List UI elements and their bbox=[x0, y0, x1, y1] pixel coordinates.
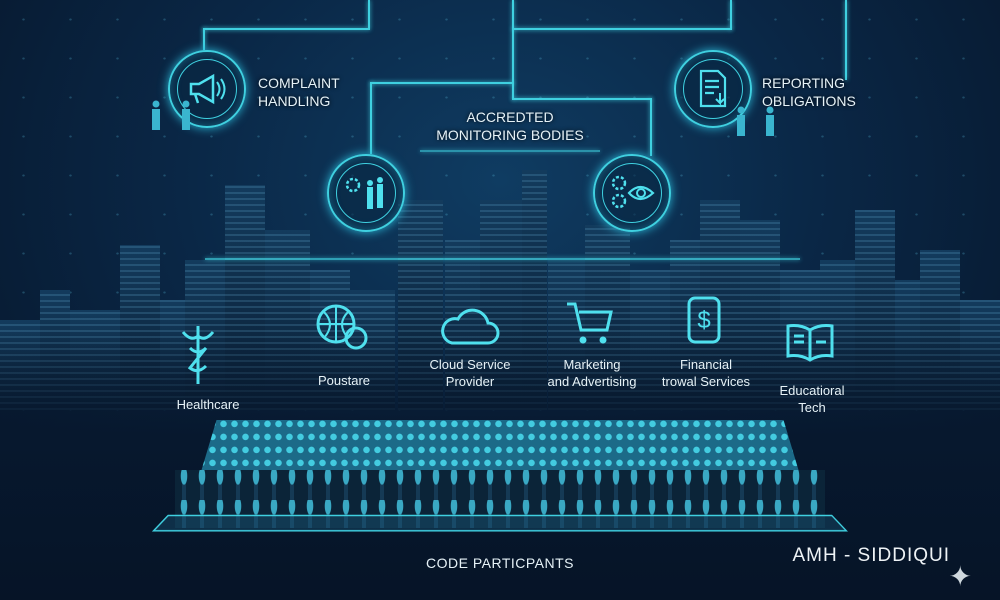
connector-line bbox=[730, 0, 732, 30]
glow-line bbox=[420, 150, 600, 152]
person-icon bbox=[766, 106, 774, 136]
connector-line bbox=[203, 28, 205, 50]
caduceus-icon bbox=[181, 326, 215, 384]
complaint-handling-circle bbox=[168, 50, 246, 128]
cart-icon bbox=[567, 302, 613, 344]
person-icon bbox=[737, 106, 745, 136]
code-participants-label: CODE PARTICPANTS bbox=[425, 555, 575, 571]
category-marketing-advertising: Marketing and Advertising bbox=[547, 357, 637, 389]
monitoring-team-circle bbox=[327, 154, 405, 232]
dollar-icon: $ bbox=[687, 296, 721, 344]
connector-line bbox=[845, 0, 847, 80]
document-download-icon bbox=[699, 69, 727, 108]
connector-line bbox=[512, 98, 652, 100]
category-cloud-service-provider: Cloud Service Provider bbox=[429, 357, 511, 389]
connector-line bbox=[368, 0, 370, 30]
connector-line bbox=[205, 258, 800, 260]
monitoring-oversight-circle bbox=[593, 154, 671, 232]
megaphone-icon bbox=[189, 73, 226, 105]
connector-line bbox=[203, 28, 368, 30]
participants-front-row bbox=[175, 470, 825, 528]
cloud-icon bbox=[441, 308, 500, 345]
category-educational-tech: Educatioral Tech bbox=[779, 383, 845, 415]
connector-line bbox=[650, 98, 652, 156]
gear-people-icon bbox=[345, 177, 383, 209]
connector-line bbox=[370, 82, 372, 154]
person-icon bbox=[182, 100, 190, 130]
book-icon bbox=[786, 324, 834, 362]
connector-line bbox=[512, 0, 514, 100]
gear-eye-icon bbox=[611, 175, 655, 209]
connector-line bbox=[370, 82, 514, 84]
connector-line bbox=[512, 28, 732, 30]
category-poustare: Poustare bbox=[317, 373, 371, 388]
globe-icon bbox=[316, 304, 368, 350]
person-icon bbox=[152, 100, 160, 130]
glowing-platform bbox=[152, 515, 848, 532]
watermark: AMH - SIDDIQUI bbox=[792, 545, 950, 566]
category-healthcare: Healthcare bbox=[176, 397, 240, 412]
sparkle-icon: ✦ bbox=[948, 561, 972, 592]
svg-text:$: $ bbox=[697, 307, 710, 334]
category-financial-services: Financial trowal Services bbox=[661, 357, 751, 389]
